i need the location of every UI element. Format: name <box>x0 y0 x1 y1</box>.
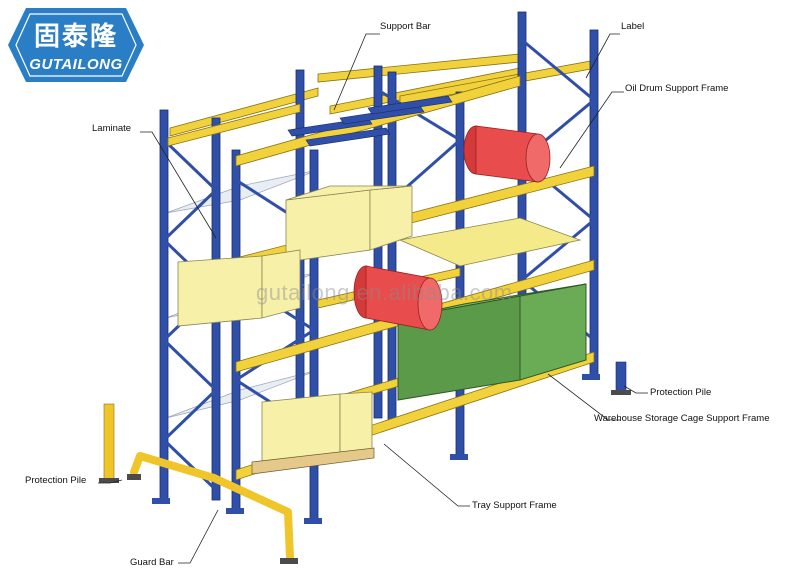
protection-pile-left-shape <box>99 403 119 483</box>
label-protection-pile-right: Protection Pile <box>650 387 712 398</box>
label-warehouse-storage-cage-support-frame: Warehouse Storage Cage Support Frame <box>594 413 770 424</box>
company-logo: 固泰隆 GUTAILONG <box>8 8 144 82</box>
base-plates <box>152 374 600 524</box>
leader-lines <box>98 33 648 564</box>
label-support-bar: Support Bar <box>380 21 431 32</box>
label-protection-pile-left: Protection Pile <box>25 475 87 486</box>
logo-chinese-name: 固泰隆 <box>33 22 118 52</box>
cargo-boxes <box>177 185 413 467</box>
tray-pallet <box>251 447 375 475</box>
label-guard-bar: Guard Bar <box>130 557 174 568</box>
label-oil-drum-support-frame: Oil Drum Support Frame <box>625 83 729 94</box>
guard-bar-feet <box>127 474 298 564</box>
support-bars <box>287 95 453 147</box>
logo-badge <box>8 8 144 82</box>
logo-english-name: GUTAILONG <box>29 56 123 73</box>
guard-bar <box>130 452 294 562</box>
protection-pile-right-shape <box>611 361 631 395</box>
watermark: gutailong.en.alibaba.com <box>256 280 513 305</box>
laminate-board <box>398 217 582 267</box>
label-label: Label <box>621 21 645 32</box>
label-tray-support-frame: Tray Support Frame <box>472 500 557 511</box>
storage-cage <box>397 283 587 401</box>
label-laminate: Laminate <box>92 123 132 134</box>
oil-drums <box>353 125 551 331</box>
